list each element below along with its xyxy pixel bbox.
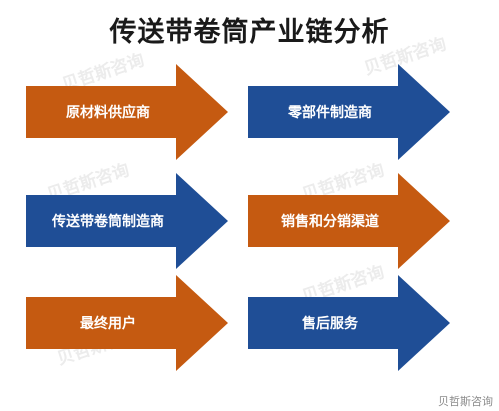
arrow-label: 销售和分销渠道	[281, 214, 379, 230]
arrow-label: 售后服务	[302, 316, 358, 332]
arrow-component-manufacturer: 零部件制造商	[248, 64, 450, 160]
arrow-label: 原材料供应商	[66, 105, 150, 121]
arrow-shape	[26, 275, 228, 371]
arrow-shape	[248, 64, 450, 160]
arrow-shape	[248, 275, 450, 371]
arrow-raw-material-supplier: 原材料供应商	[26, 64, 228, 160]
arrow-shape	[248, 173, 450, 269]
arrow-label: 传送带卷筒制造商	[52, 214, 164, 230]
arrow-label: 最终用户	[80, 316, 136, 332]
arrow-end-user: 最终用户	[26, 275, 228, 371]
arrow-after-sales-service: 售后服务	[248, 275, 450, 371]
arrow-label: 零部件制造商	[288, 105, 372, 121]
arrow-shape	[26, 64, 228, 160]
arrow-sales-distribution: 销售和分销渠道	[248, 173, 450, 269]
diagram-title: 传送带卷筒产业链分析	[109, 17, 390, 48]
arrow-conveyor-drum-manufacturer: 传送带卷筒制造商	[26, 173, 228, 269]
footer-watermark: 贝哲斯咨询	[438, 395, 493, 408]
arrow-shape	[26, 173, 228, 269]
